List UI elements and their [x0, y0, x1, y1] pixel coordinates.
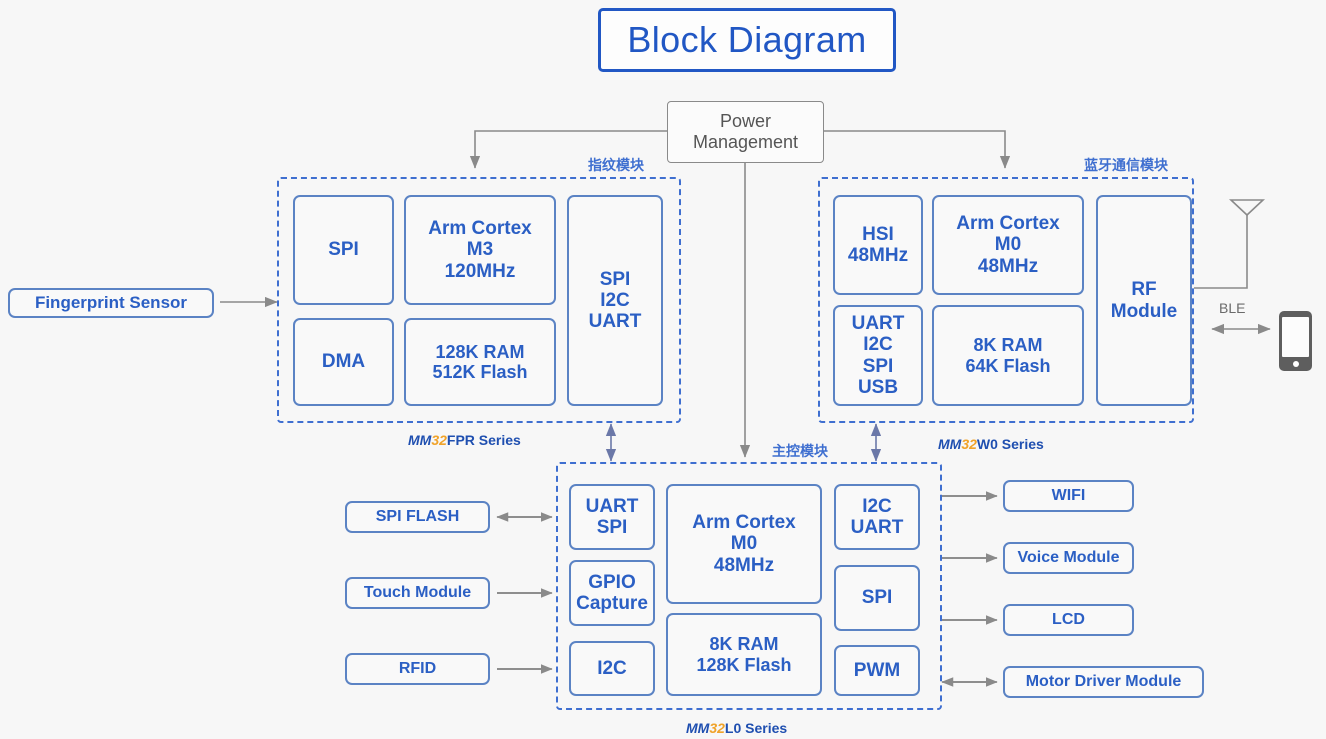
fpr-block-memory: 128K RAM 512K Flash	[404, 318, 556, 406]
page-title: Block Diagram	[598, 8, 896, 72]
l0-block-i2c-label: I2C	[597, 657, 627, 679]
peripheral-touch-module-label: Touch Module	[363, 584, 472, 602]
peripheral-motor-driver-module-label: Motor Driver Module	[1025, 673, 1182, 691]
l0-block-memory: 8K RAM 128K Flash	[666, 613, 822, 696]
w0-block-interfaces: UART I2C SPI USB	[833, 305, 923, 406]
fingerprint-module-cn-label: 指纹模块	[588, 157, 644, 173]
peripheral-voice-module[interactable]: Voice Module	[1003, 542, 1134, 574]
peripheral-wifi[interactable]: WIFI	[1003, 480, 1134, 512]
w0-block-memory: 8K RAM 64K Flash	[932, 305, 1084, 406]
fpr-block-spi-label: SPI	[328, 239, 359, 261]
l0-block-gpio-capture-label: GPIO Capture	[576, 571, 648, 614]
w0-block-cortex-m0-label: Arm Cortex M0 48MHz	[956, 213, 1060, 277]
fpr-block-interfaces: SPI I2C UART	[567, 195, 663, 406]
peripheral-lcd[interactable]: LCD	[1003, 604, 1134, 636]
w0-block-hsi: HSI 48MHz	[833, 195, 923, 295]
w0-block-rf-module: RF Module	[1096, 195, 1192, 406]
l0-block-spi-label: SPI	[861, 587, 893, 609]
l0-series-mm: MM	[686, 720, 710, 736]
w0-block-memory-label: 8K RAM 64K Flash	[965, 335, 1051, 376]
main-module-boundary	[556, 462, 942, 710]
smartphone-home-button	[1292, 361, 1299, 367]
l0-block-spi: SPI	[834, 565, 920, 631]
smartphone-screen	[1282, 317, 1309, 357]
fingerprint-sensor-label: Fingerprint Sensor	[34, 293, 188, 313]
peripheral-spi-flash[interactable]: SPI FLASH	[345, 501, 490, 533]
w0-block-hsi-label: HSI 48MHz	[847, 223, 909, 266]
l0-block-i2c-uart-label: I2C UART	[850, 495, 904, 538]
power-management-line2: Management	[692, 132, 799, 152]
fpr-block-cortex-m3: Arm Cortex M3 120MHz	[404, 195, 556, 305]
l0-block-pwm: PWM	[834, 645, 920, 696]
bluetooth-module-cn-label: 蓝牙通信模块	[1084, 157, 1168, 173]
peripheral-lcd-label: LCD	[1052, 611, 1085, 629]
w0-series-rest: W0 Series	[976, 436, 1044, 452]
fpr-block-interfaces-label: SPI I2C UART	[588, 268, 642, 333]
main-module-cn-label: 主控模块	[772, 443, 828, 459]
power-management-block: Power Management	[667, 101, 824, 163]
fpr-series-mm: MM	[408, 432, 432, 448]
ble-label: BLE	[1219, 300, 1246, 316]
fpr-block-dma-label: DMA	[321, 351, 366, 373]
l0-series-label: MM32L0 Series	[686, 720, 787, 736]
w0-series-32: 32	[961, 436, 977, 452]
fpr-series-label: MM32FPR Series	[408, 432, 521, 448]
fpr-series-rest: FPR Series	[446, 432, 521, 448]
fpr-block-spi: SPI	[293, 195, 394, 305]
w0-series-mm: MM	[938, 436, 962, 452]
l0-block-gpio-capture: GPIO Capture	[569, 560, 655, 626]
w0-block-cortex-m0: Arm Cortex M0 48MHz	[932, 195, 1084, 295]
peripheral-wifi-label: WIFI	[1051, 487, 1086, 505]
fpr-block-memory-label: 128K RAM 512K Flash	[432, 341, 528, 382]
l0-block-cortex-m0-label: Arm Cortex M0 48MHz	[692, 512, 796, 576]
l0-block-cortex-m0: Arm Cortex M0 48MHz	[666, 484, 822, 604]
fingerprint-sensor-box[interactable]: Fingerprint Sensor	[8, 288, 214, 318]
fingerprint-module-boundary	[277, 177, 681, 423]
peripheral-touch-module[interactable]: Touch Module	[345, 577, 490, 609]
w0-series-label: MM32W0 Series	[938, 436, 1044, 452]
peripheral-spi-flash-label: SPI FLASH	[375, 508, 460, 526]
bluetooth-module-boundary	[818, 177, 1194, 423]
smartphone-icon	[1279, 311, 1312, 371]
fpr-block-cortex-m3-label: Arm Cortex M3 120MHz	[428, 218, 532, 282]
l0-block-i2c: I2C	[569, 641, 655, 696]
l0-series-32: 32	[709, 720, 725, 736]
l0-block-uart-spi-label: UART SPI	[585, 495, 639, 538]
l0-block-memory-label: 8K RAM 128K Flash	[696, 634, 792, 675]
w0-block-interfaces-label: UART I2C SPI USB	[851, 312, 905, 398]
power-management-line1: Power	[719, 111, 771, 132]
peripheral-rfid[interactable]: RFID	[345, 653, 490, 685]
fpr-block-dma: DMA	[293, 318, 394, 406]
l0-block-pwm-label: PWM	[853, 659, 901, 681]
fpr-series-32: 32	[431, 432, 447, 448]
l0-series-rest: L0 Series	[724, 720, 788, 736]
peripheral-voice-module-label: Voice Module	[1017, 549, 1120, 567]
peripheral-motor-driver-module[interactable]: Motor Driver Module	[1003, 666, 1204, 698]
w0-block-rf-module-label: RF Module	[1110, 279, 1178, 322]
peripheral-rfid-label: RFID	[398, 660, 437, 678]
l0-block-uart-spi: UART SPI	[569, 484, 655, 550]
l0-block-i2c-uart: I2C UART	[834, 484, 920, 550]
